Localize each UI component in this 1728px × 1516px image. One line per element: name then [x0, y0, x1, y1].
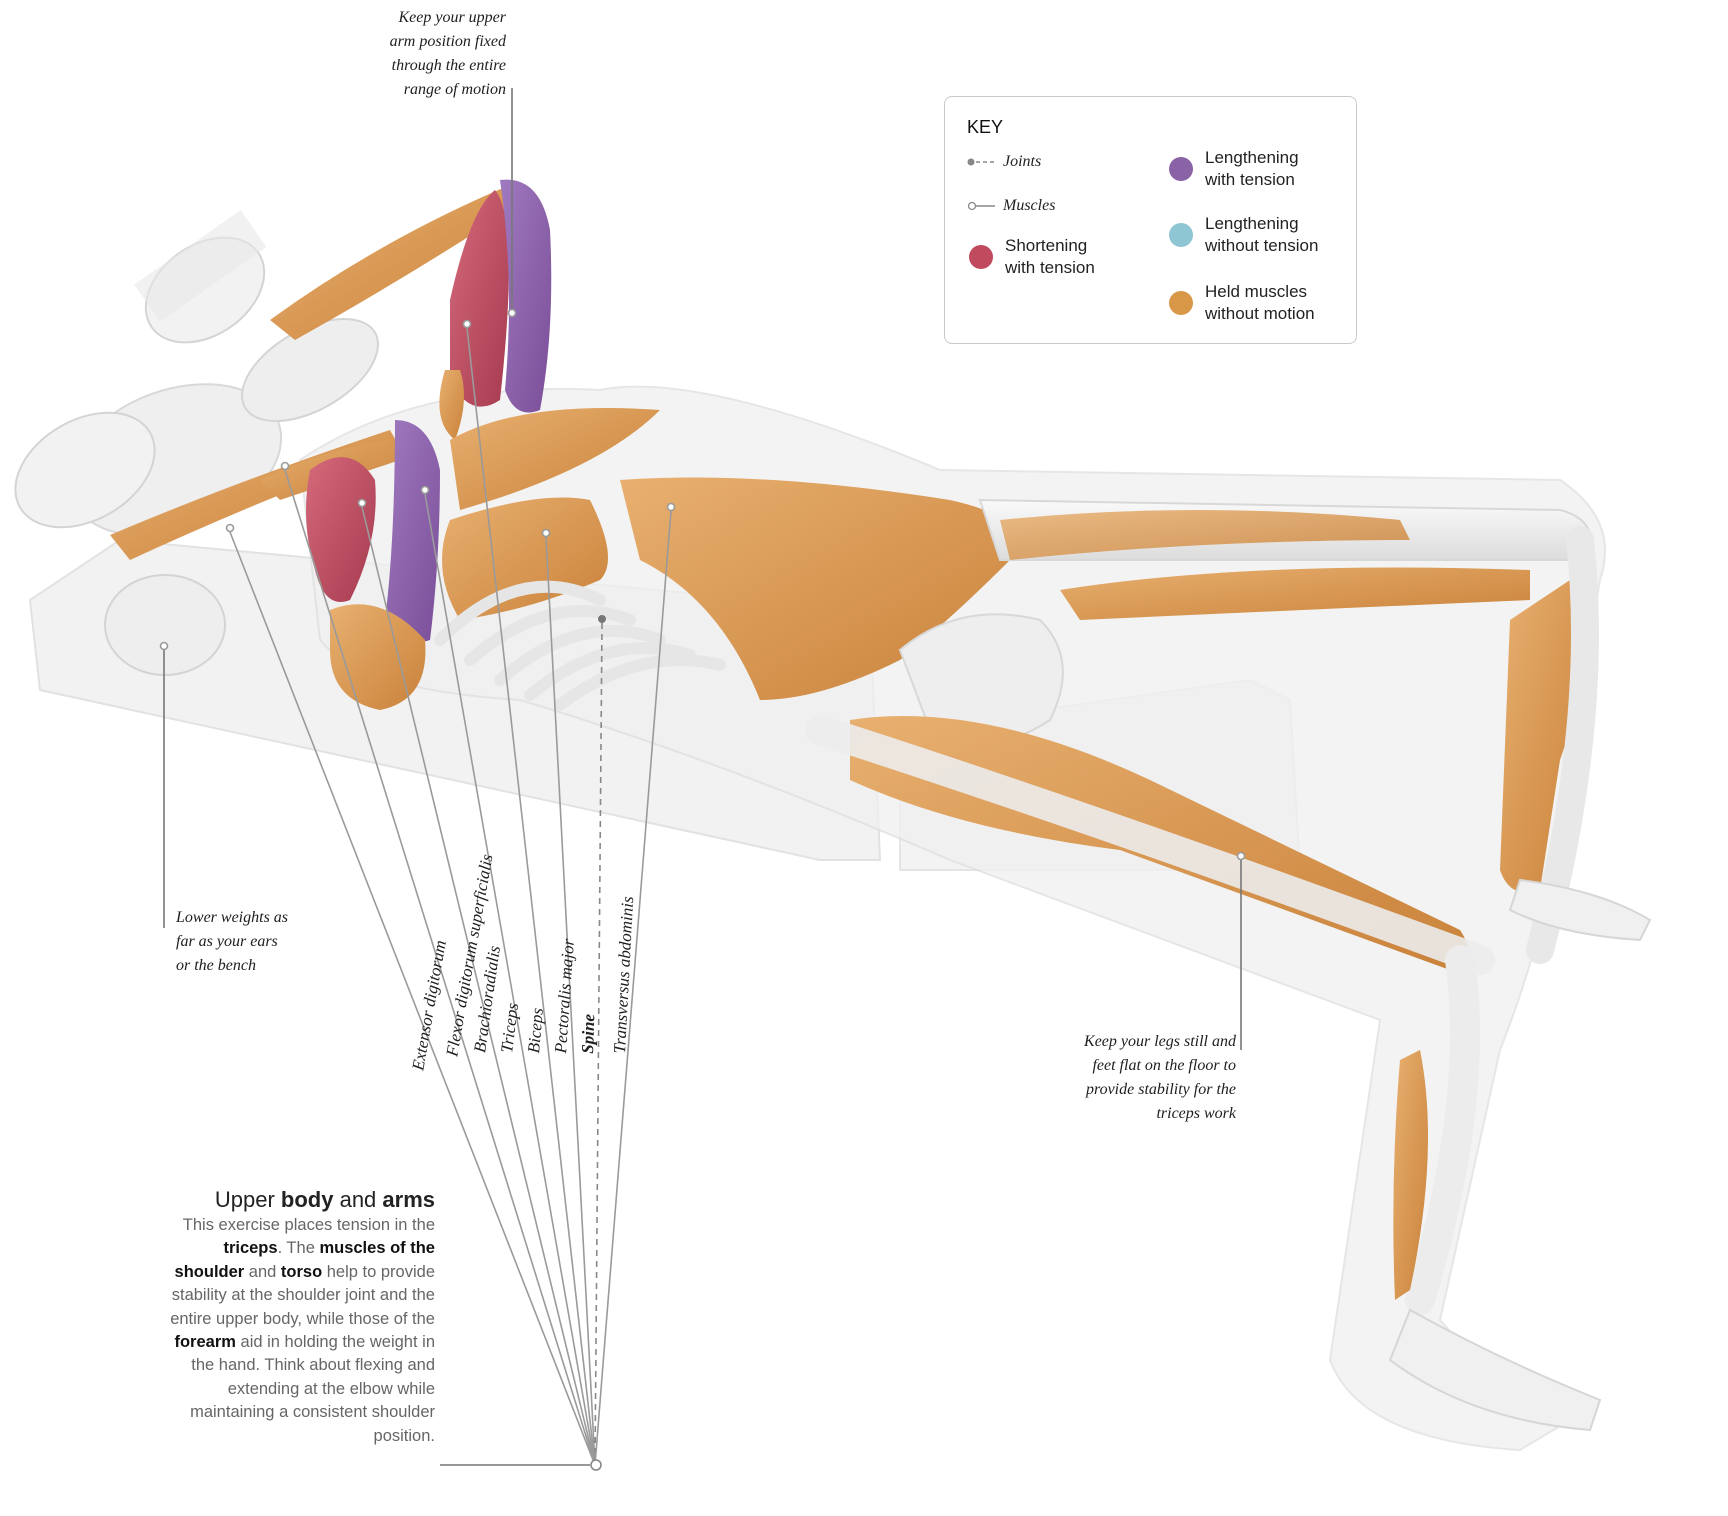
annotation-line: Lower weights as — [176, 909, 289, 926]
annotation-line: Keep your legs still and — [1084, 1033, 1236, 1050]
annotation-line: Keep your upper — [398, 9, 506, 26]
annotation-line: arm position fixed — [389, 33, 506, 50]
annotation-line: provide stability for the — [1085, 1081, 1236, 1098]
annotation-line: far as your ears — [176, 933, 278, 950]
dumbbell-upper — [134, 210, 379, 423]
key-joints-label: Joints — [1003, 153, 1042, 170]
upper-arm-raised — [270, 179, 552, 440]
annotation-line: feet flat on the floor to — [1092, 1057, 1236, 1074]
rib-cage — [434, 580, 726, 711]
muscle-line-icon — [967, 201, 995, 211]
annotation-line: triceps work — [1156, 1105, 1236, 1122]
color-swatch-icon — [1169, 223, 1193, 247]
color-swatch-icon — [1169, 291, 1193, 315]
annotation-line: or the bench — [176, 957, 256, 974]
label-biceps: Biceps — [524, 1007, 547, 1054]
leader-lines — [159, 88, 1246, 1471]
key-joints: Joints — [967, 153, 1041, 171]
joint-line-icon — [967, 158, 995, 166]
key-muscles-label: Muscles — [1003, 197, 1056, 214]
section-paragraph: This exercise places tension in the tric… — [170, 1216, 435, 1445]
legs — [805, 498, 1652, 1432]
annotation-upper-arm: Keep your upper arm position fixed throu… — [330, 6, 506, 102]
upper-body-description: Upper body and arms This exercise places… — [150, 1186, 435, 1448]
color-swatch-icon — [1169, 157, 1193, 181]
annotation-legs: Keep your legs still and feet flat on th… — [1010, 1030, 1236, 1126]
annotation-lower-weights: Lower weights as far as your ears or the… — [176, 906, 356, 978]
dumbbell-lower — [14, 411, 226, 676]
key-title: KEY — [967, 117, 1004, 137]
color-swatch-icon — [969, 245, 993, 269]
annotation-line: through the entire — [391, 57, 506, 74]
lower-arm — [110, 420, 440, 710]
section-heading: Upper body and arms — [214, 1187, 435, 1212]
key-muscles: Muscles — [967, 197, 1055, 215]
annotation-line: range of motion — [403, 81, 506, 98]
label-spine: Spine — [578, 1013, 599, 1054]
